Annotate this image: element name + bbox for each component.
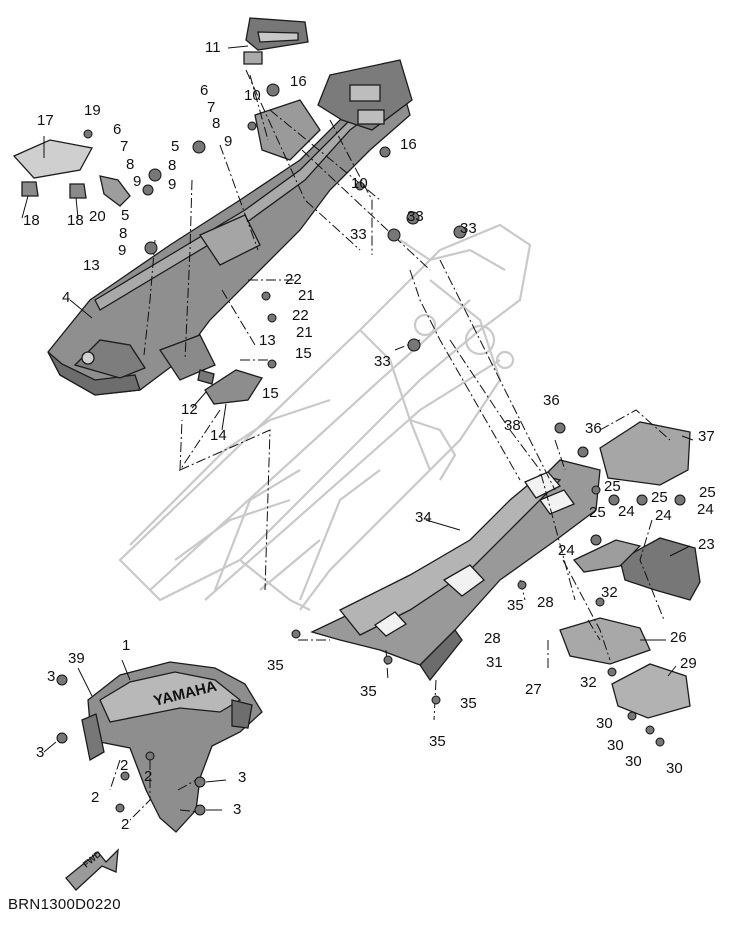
callout-c16b: 16 (400, 136, 417, 153)
callout-c30d: 30 (666, 760, 683, 777)
fasteners (56, 83, 686, 816)
callout-c30b: 30 (607, 737, 624, 754)
callout-leaders (21, 45, 694, 811)
callout-c33c: 33 (350, 226, 367, 243)
part-11-bracket (243, 17, 309, 65)
callout-c17: 17 (37, 112, 54, 129)
callout-c29: 29 (680, 655, 697, 672)
part-17-bracket (12, 139, 93, 199)
part-1-front-fender: YAMAHA (81, 661, 263, 833)
callout-c36b: 36 (585, 420, 602, 437)
callout-c10b: 10 (351, 175, 368, 192)
callout-c30c: 30 (625, 753, 642, 770)
callout-c38: 38 (504, 417, 521, 434)
callout-c22b: 22 (292, 307, 309, 324)
callout-c18a: 18 (23, 212, 40, 229)
part-37-panel (599, 421, 691, 486)
callout-c32b: 32 (580, 674, 597, 691)
callout-c5a: 5 (171, 138, 179, 155)
callout-c24c: 24 (697, 501, 714, 518)
callout-c2a: 2 (120, 757, 128, 774)
callout-c6a: 6 (200, 82, 208, 99)
callout-c1: 1 (122, 637, 130, 654)
callout-c24d: 24 (558, 542, 575, 559)
callout-c10a: 10 (244, 87, 261, 104)
main-frame-ghost (118, 223, 532, 611)
callout-c25d: 25 (589, 504, 606, 521)
callout-c24b: 24 (655, 507, 672, 524)
part-34-rear-tray (310, 459, 601, 682)
callout-c11: 11 (205, 39, 221, 56)
callout-c31: 31 (486, 654, 503, 671)
callout-c13a: 13 (83, 257, 100, 274)
callout-c13b: 13 (259, 332, 276, 349)
callout-c7b: 7 (120, 138, 128, 155)
callout-c20: 20 (89, 208, 106, 225)
callout-c18b: 18 (67, 212, 84, 229)
callout-c6b: 6 (113, 121, 121, 138)
callout-c28a: 28 (537, 594, 554, 611)
callout-c36a: 36 (543, 392, 560, 409)
callout-c2b: 2 (144, 768, 152, 785)
callout-c32a: 32 (601, 584, 618, 601)
fwd-arrow-icon: FWD (65, 848, 119, 891)
callout-c15a: 15 (295, 345, 312, 362)
callout-c4: 4 (62, 289, 70, 306)
callout-c12: 12 (181, 401, 198, 418)
callout-c35c: 35 (360, 683, 377, 700)
callout-c30a: 30 (596, 715, 613, 732)
callout-c15b: 15 (262, 385, 279, 402)
callout-c25c: 25 (699, 484, 716, 501)
callout-c9b: 9 (168, 176, 176, 193)
callout-c34: 34 (415, 509, 432, 526)
callout-c33a: 33 (407, 208, 424, 225)
callout-c19: 19 (84, 102, 101, 119)
callout-c35a: 35 (507, 597, 524, 614)
callout-c3a: 3 (47, 668, 55, 685)
callout-c21b: 21 (296, 324, 313, 341)
callout-c22a: 22 (285, 271, 302, 288)
callout-c35e: 35 (429, 733, 446, 750)
callout-c28b: 28 (484, 630, 501, 647)
callout-numbers: 1222233334556677888899991010111213131415… (23, 39, 716, 833)
callout-c9c: 9 (133, 173, 141, 190)
callout-c3d: 3 (233, 801, 241, 818)
callout-c25a: 25 (604, 478, 621, 495)
callout-c14: 14 (210, 427, 227, 444)
callout-c8a: 8 (212, 115, 220, 132)
part-23-cover (572, 537, 701, 601)
callout-c9d: 9 (118, 242, 126, 259)
callout-c5b: 5 (121, 207, 129, 224)
part-26-29-brackets (559, 617, 691, 719)
callout-c2c: 2 (91, 789, 99, 806)
callout-c37: 37 (698, 428, 715, 445)
callout-c24a: 24 (618, 503, 635, 520)
callout-c2d: 2 (121, 816, 129, 833)
callout-c8c: 8 (126, 156, 134, 173)
callout-c9a: 9 (224, 133, 232, 150)
callout-c26: 26 (670, 629, 687, 646)
callout-c39: 39 (68, 650, 85, 667)
callout-c35b: 35 (267, 657, 284, 674)
callout-c8d: 8 (119, 225, 127, 242)
part-20-stay (99, 175, 131, 207)
callout-c33d: 33 (374, 353, 391, 370)
part-14-cover (197, 369, 264, 405)
callout-c35d: 35 (460, 695, 477, 712)
callout-c21a: 21 (298, 287, 315, 304)
callout-c3c: 3 (238, 769, 246, 786)
callout-c8b: 8 (168, 157, 176, 174)
callout-c25b: 25 (651, 489, 668, 506)
callout-c27: 27 (525, 681, 542, 698)
callout-c23: 23 (698, 536, 715, 553)
diagram-code: BRN1300D0220 (8, 896, 121, 913)
callout-c16a: 16 (290, 73, 307, 90)
callout-c33b: 33 (460, 220, 477, 237)
callout-c7a: 7 (207, 99, 215, 116)
callout-c3b: 3 (36, 744, 44, 761)
rear-tray-assembly (47, 59, 413, 396)
